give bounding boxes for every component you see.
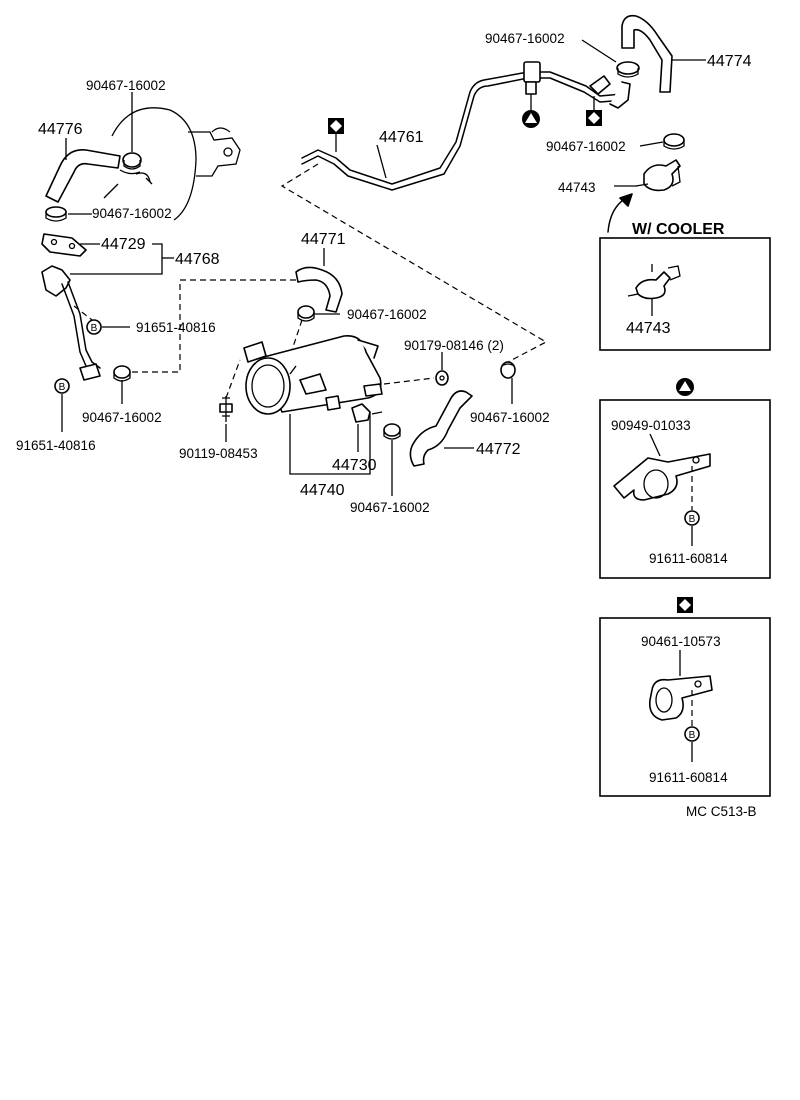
clip-booster-lower xyxy=(45,206,67,222)
bolt-marker-b: B xyxy=(54,378,70,394)
clamp-90461 xyxy=(648,675,713,721)
hose-44776 xyxy=(45,149,121,203)
vacuum-tank-44740 xyxy=(243,335,383,415)
inset-triangle: 90949-01033 B 91611-60814 xyxy=(599,399,771,579)
diamond-marker-pipe-left xyxy=(328,118,344,134)
inset-diamond-bolt: 91611-60814 xyxy=(649,770,728,785)
label-clip-top: 90467-16002 xyxy=(485,31,565,46)
inset-diamond-clamp: 90461-10573 xyxy=(641,634,721,649)
triangle-marker-inset xyxy=(676,378,694,396)
label-bolt-90119: 90119-08453 xyxy=(179,446,258,461)
hose-44771 xyxy=(295,266,343,313)
label-44740: 44740 xyxy=(300,482,345,499)
bolt-marker-a: B xyxy=(86,319,102,335)
bolt-90119 xyxy=(219,396,233,422)
diamond-marker-inset xyxy=(677,597,693,613)
inset-with-cooler: W/ COOLER 44743 xyxy=(599,221,771,351)
pipe-44761 xyxy=(301,61,631,191)
inset-cooler-part: 44743 xyxy=(626,320,671,337)
svg-text:B: B xyxy=(689,730,696,741)
label-44768: 44768 xyxy=(175,251,220,268)
label-bolt-91651-a: 91651-40816 xyxy=(136,320,216,335)
brake-booster xyxy=(111,107,241,221)
clip-tank xyxy=(297,305,315,322)
label-44772: 44772 xyxy=(476,441,521,458)
clip-top xyxy=(616,61,640,78)
diamond-marker-pipe-right xyxy=(586,110,602,126)
check-valve-44743-cooler xyxy=(627,264,681,300)
grommet xyxy=(435,370,449,386)
clip-bracket xyxy=(113,365,131,382)
label-grommet: 90179-08146 (2) xyxy=(404,338,504,353)
label-44774: 44774 xyxy=(707,53,752,70)
diagram-code: MC C513-B xyxy=(686,804,757,819)
label-44761: 44761 xyxy=(379,129,424,146)
label-44729: 44729 xyxy=(101,236,146,253)
label-clip-right: 90467-16002 xyxy=(546,139,626,154)
valve-44730 xyxy=(351,403,383,423)
label-44771: 44771 xyxy=(301,231,346,248)
bolt-marker-inset-diamond: B xyxy=(684,726,700,742)
pipe-bracket-44768 xyxy=(41,265,101,381)
bracket-44729 xyxy=(41,233,87,257)
clamp-90949 xyxy=(613,453,711,501)
inset-cooler-title: W/ COOLER xyxy=(632,221,725,238)
label-clip-booster: 90467-16002 xyxy=(86,78,166,93)
triangle-marker-pipe xyxy=(522,110,540,128)
inset-triangle-clamp: 90949-01033 xyxy=(611,418,691,433)
clip-bottom xyxy=(383,423,401,440)
clip-right xyxy=(663,133,685,150)
svg-text:B: B xyxy=(59,382,66,393)
label-44730: 44730 xyxy=(332,457,377,474)
hose-44772 xyxy=(409,390,473,467)
clip-hose-right xyxy=(500,361,516,379)
bolt-marker-inset-triangle: B xyxy=(684,510,700,526)
svg-text:B: B xyxy=(91,323,98,334)
label-clip-bottom: 90467-16002 xyxy=(350,500,430,515)
hose-44774 xyxy=(621,14,673,93)
inset-triangle-bolt: 91611-60814 xyxy=(649,551,728,566)
label-clip-tank: 90467-16002 xyxy=(347,307,427,322)
inset-diamond: 90461-10573 B 91611-60814 xyxy=(599,617,771,797)
label-44776: 44776 xyxy=(38,121,83,138)
svg-text:B: B xyxy=(689,514,696,525)
label-bolt-91651-b: 91651-40816 xyxy=(16,438,96,453)
check-valve-44743 xyxy=(635,159,681,192)
label-clip-hose-right: 90467-16002 xyxy=(470,410,550,425)
label-clip-bracket: 90467-16002 xyxy=(82,410,162,425)
label-44743: 44743 xyxy=(558,180,596,195)
label-clip-booster-lower: 90467-16002 xyxy=(92,206,172,221)
clip-booster xyxy=(122,152,142,170)
